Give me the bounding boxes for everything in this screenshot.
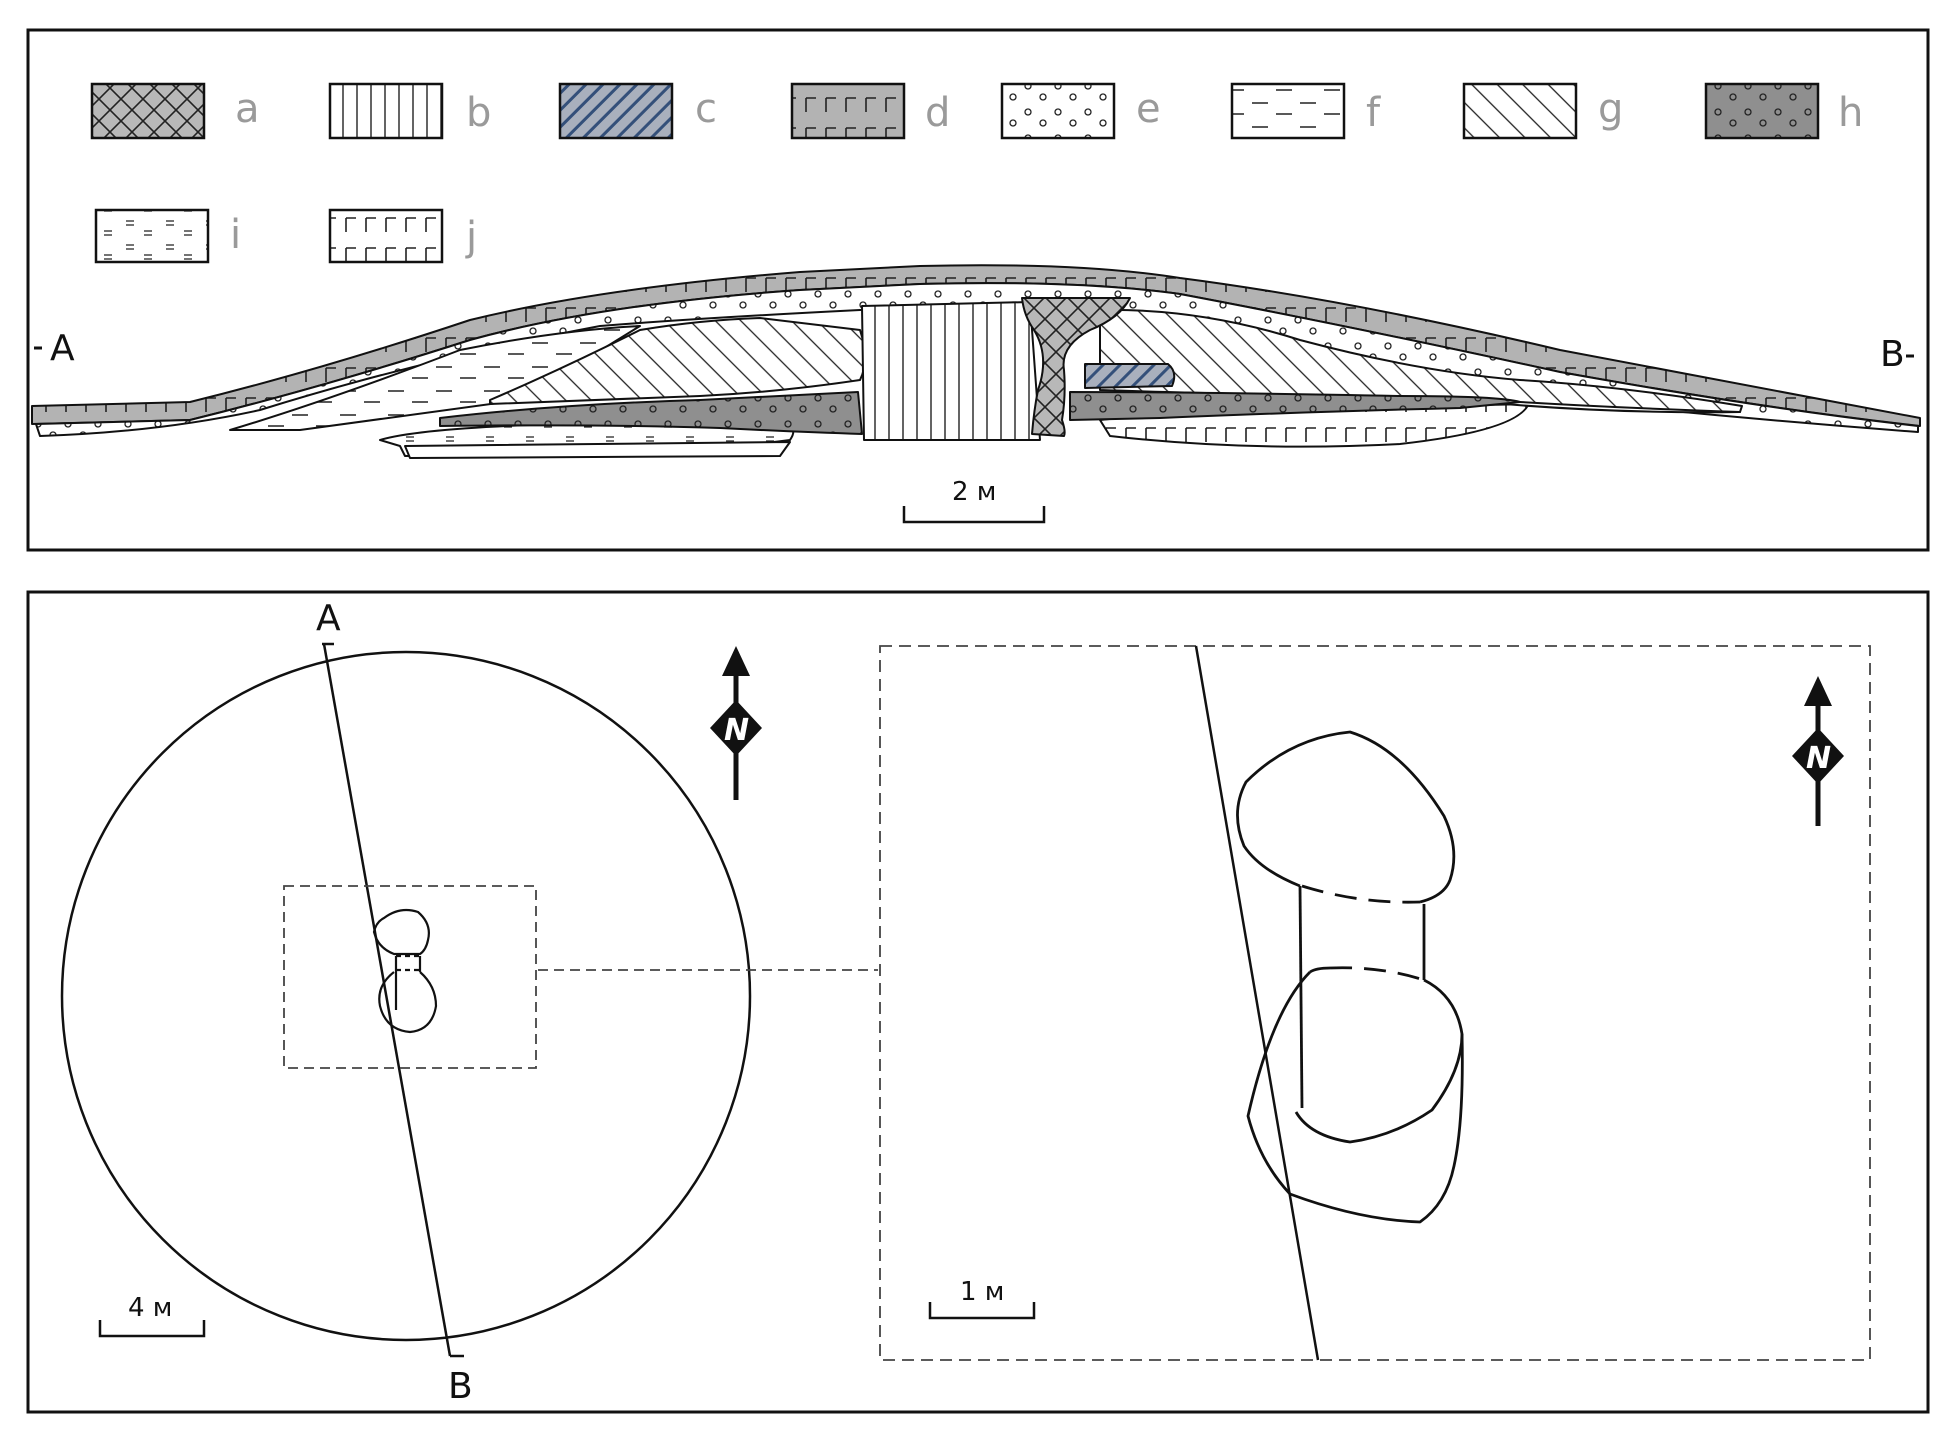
legend-label-j: j xyxy=(465,214,477,260)
legend-label-c: c xyxy=(695,86,717,132)
plan-section-line-main xyxy=(322,643,452,1357)
legend-label-b: b xyxy=(466,90,491,136)
legend-item-j: j xyxy=(328,208,477,264)
legend-item-b: b xyxy=(328,82,491,140)
legend-item-c: c xyxy=(558,82,717,140)
section-layer-dashed-left xyxy=(229,325,641,431)
plan-burial-small xyxy=(372,908,438,1034)
detail-inset-frame xyxy=(879,645,1871,1361)
legend-swatch-b xyxy=(328,82,444,140)
section-layer-dark-right xyxy=(1069,391,1521,421)
legend-label-e: e xyxy=(1136,86,1161,132)
legend: a b c d e f g h xyxy=(90,82,1863,264)
plan-north-arrow-head xyxy=(722,646,750,676)
plan-burial-small-lower xyxy=(378,971,438,1034)
detail-burial-lower-outer xyxy=(1246,971,1464,1224)
detail-scale-bar: 1 м xyxy=(928,1277,1036,1320)
legend-swatch-d xyxy=(790,82,906,140)
section-scale-line xyxy=(902,506,1046,524)
section-drawing xyxy=(31,264,1921,459)
plan-north-diamond xyxy=(710,700,762,756)
plan-north-label: N xyxy=(724,713,749,748)
detail-north-arrow-head xyxy=(1804,676,1832,706)
legend-label-g: g xyxy=(1598,86,1623,132)
legend-swatch-j xyxy=(328,208,444,264)
plan-burial-small-upper xyxy=(372,908,430,956)
detail-burial-lower-link xyxy=(1309,966,1331,974)
plan-section-line xyxy=(322,642,464,1358)
legend-item-f: f xyxy=(1230,82,1381,140)
detail-north-diamond xyxy=(1792,728,1844,784)
section-label-right: B xyxy=(1880,334,1905,375)
section-layer-lower-lens-base xyxy=(404,441,791,459)
section-layer-pit xyxy=(861,301,1041,441)
detail-burial-lower-inner xyxy=(1294,978,1464,1144)
plan-panel-frame xyxy=(26,590,1930,1414)
legend-label-h: h xyxy=(1838,90,1863,136)
legend-swatch-f xyxy=(1230,82,1346,140)
plan-label-b: B xyxy=(448,1366,473,1407)
plan-north-arrow: N xyxy=(710,646,762,800)
section-end-a: A xyxy=(34,328,75,369)
detail-north-arrow: N xyxy=(1792,676,1844,826)
legend-label-a: a xyxy=(235,86,260,132)
legend-label-f: f xyxy=(1366,90,1381,136)
section-scale-label: 2 м xyxy=(952,477,996,507)
section-layer-dark-left xyxy=(439,391,863,435)
detail-scale-line xyxy=(928,1302,1036,1320)
detail-burial-neck-left xyxy=(1298,885,1304,1109)
legend-item-i: i xyxy=(94,208,241,264)
detail-scale-label: 1 м xyxy=(960,1277,1004,1307)
legend-swatch-a xyxy=(90,82,206,140)
legend-item-g: g xyxy=(1462,82,1623,140)
section-layer-gravel xyxy=(35,282,1919,437)
legend-label-d: d xyxy=(925,90,950,136)
legend-item-e: e xyxy=(1000,82,1161,140)
section-panel-frame xyxy=(26,28,1930,552)
section-label-left: A xyxy=(50,328,75,369)
plan-scale-label: 4 м xyxy=(128,1293,172,1323)
detail-burial xyxy=(1236,730,1464,1224)
legend-label-i: i xyxy=(230,212,241,258)
section-layer-blue xyxy=(1084,363,1176,389)
legend-item-h: h xyxy=(1704,82,1863,140)
legend-swatch-c xyxy=(558,82,674,140)
legend-swatch-g xyxy=(1462,82,1578,140)
legend-swatch-e xyxy=(1000,82,1116,140)
plan-label-a: A xyxy=(316,598,341,639)
detail-burial-upper xyxy=(1236,730,1456,904)
section-scale-bar: 2 м xyxy=(902,477,1046,524)
plan-scale-bar: 4 м xyxy=(98,1293,206,1338)
plan-inset-box xyxy=(283,885,537,1069)
legend-item-d: d xyxy=(790,82,950,140)
section-end-b: B xyxy=(1880,334,1914,375)
legend-item-a: a xyxy=(90,82,260,140)
detail-burial-lower-dash xyxy=(1329,966,1425,982)
detail-burial-upper-dash xyxy=(1301,884,1421,904)
legend-swatch-h xyxy=(1704,82,1820,140)
mound-outline xyxy=(60,650,752,1342)
detail-section-line xyxy=(1194,645,1320,1361)
legend-swatch-i xyxy=(94,208,210,264)
plan-scale-line xyxy=(98,1320,206,1338)
section-layer-crosshatch xyxy=(1021,297,1131,437)
detail-north-label: N xyxy=(1806,741,1831,776)
